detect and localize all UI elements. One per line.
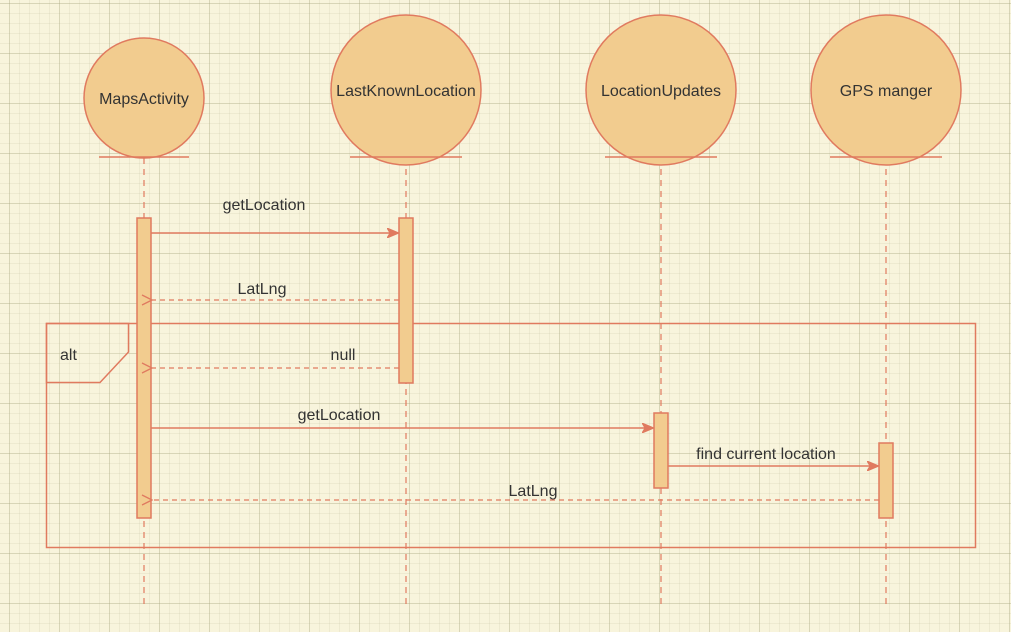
alt-fragment[interactable]: alt xyxy=(45,322,977,549)
activation-bar-maps-activity xyxy=(136,217,152,519)
entity-circle xyxy=(83,37,205,159)
fragment-label: alt xyxy=(60,347,77,364)
activation-bar-location-updates xyxy=(653,412,669,489)
message-label: getLocation xyxy=(298,407,381,424)
participant-label: LastKnownLocation xyxy=(336,83,476,100)
participant-gps-manger[interactable]: GPS manger xyxy=(810,14,962,166)
participant-last-known-location[interactable]: LastKnownLocation xyxy=(330,14,482,166)
activation-bar-last-known-location xyxy=(398,217,414,384)
message-label: LatLng xyxy=(238,281,287,298)
lifelines xyxy=(143,158,887,605)
participant-location-updates[interactable]: LocationUpdates xyxy=(585,14,737,166)
participant-label: MapsActivity xyxy=(99,91,189,108)
message-find-current-location[interactable]: find current location xyxy=(668,446,878,466)
message-latlng-return-2[interactable]: LatLng xyxy=(152,483,879,500)
participant-label: LocationUpdates xyxy=(601,83,721,100)
participant-maps-activity[interactable]: MapsActivity xyxy=(83,37,205,159)
message-null-return[interactable]: null xyxy=(152,347,399,368)
entity-circle xyxy=(330,14,482,166)
message-label: LatLng xyxy=(509,483,558,500)
message-latlng-return-1[interactable]: LatLng xyxy=(152,281,399,300)
fragment-label-tab xyxy=(45,322,130,384)
entity-circle xyxy=(810,14,962,166)
message-label: null xyxy=(331,347,356,364)
fragment-frame xyxy=(45,322,977,549)
entity-circle xyxy=(585,14,737,166)
message-get-location-2[interactable]: getLocation xyxy=(151,407,653,428)
participant-label: GPS manger xyxy=(840,83,933,100)
message-label: find current location xyxy=(696,446,836,463)
message-label: getLocation xyxy=(223,197,306,214)
message-get-location-1[interactable]: getLocation xyxy=(151,197,398,233)
activation-bar-gps-manger xyxy=(878,442,894,519)
